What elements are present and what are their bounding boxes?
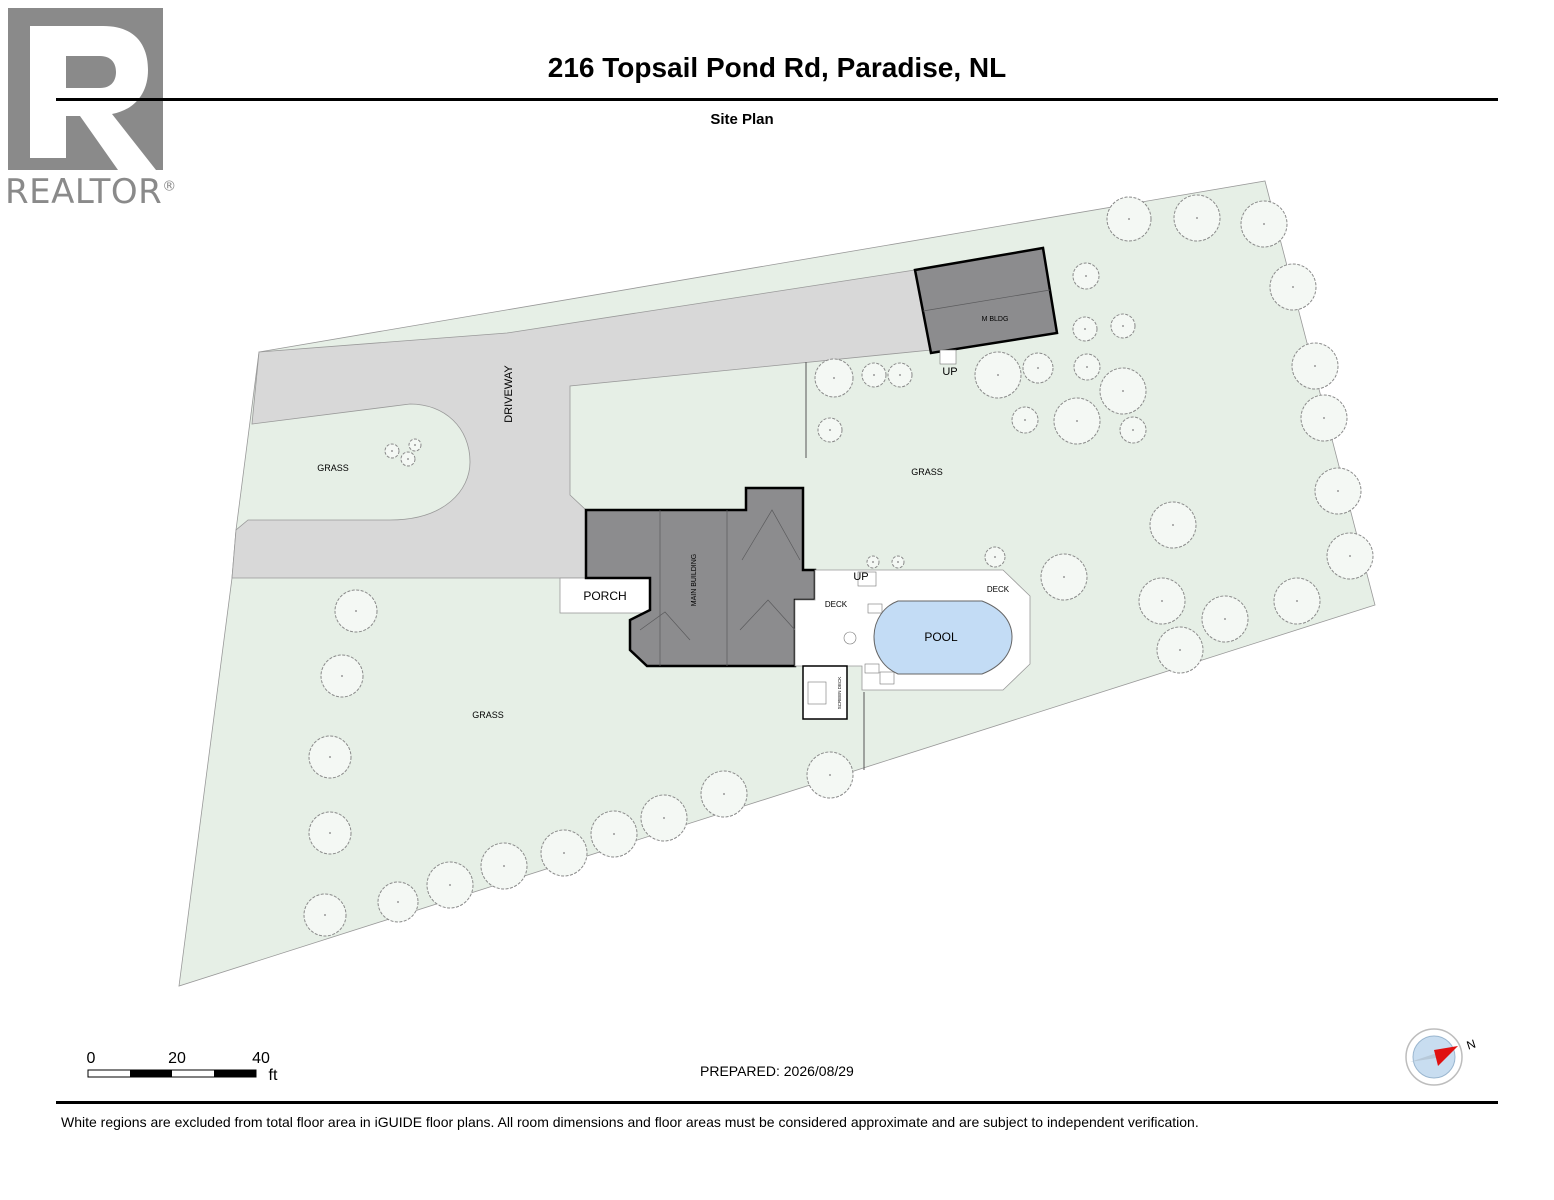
tree-center xyxy=(391,450,393,452)
page-title: 216 Topsail Pond Rd, Paradise, NL xyxy=(547,52,1007,83)
tree-center xyxy=(897,561,899,563)
realtor-wordmark: REALTOR® xyxy=(5,172,177,212)
tree-center xyxy=(1292,286,1294,288)
screen-deck-table xyxy=(807,681,827,705)
tree-center xyxy=(1161,600,1163,602)
roof-line xyxy=(922,289,1051,312)
tree-center xyxy=(1122,325,1124,327)
prepared-date: PREPARED: 2026/08/29 xyxy=(700,1063,854,1079)
tree-center xyxy=(829,774,831,776)
tree-center xyxy=(1128,218,1130,220)
roof-lines xyxy=(639,509,801,666)
tree-center xyxy=(1172,524,1174,526)
tree-center xyxy=(1179,649,1181,651)
tree-center xyxy=(341,675,343,677)
tree-center xyxy=(329,756,331,758)
disclaimer-text: White regions are excluded from total fl… xyxy=(61,1114,1199,1130)
porch-area xyxy=(559,577,654,614)
tree-center xyxy=(1132,429,1134,431)
label-screen-deck: SCREEN DECK xyxy=(837,677,842,710)
tree-group xyxy=(303,194,1374,937)
deck-stairs xyxy=(857,571,877,587)
scale-tick-20: 20 xyxy=(168,1050,186,1067)
tree-center xyxy=(1122,390,1124,392)
tree-center xyxy=(1314,365,1316,367)
tree-center xyxy=(355,610,357,612)
tree-center xyxy=(723,793,725,795)
tree-center xyxy=(1349,555,1351,557)
tree-center xyxy=(1024,419,1026,421)
deck-chair xyxy=(879,671,895,685)
deck-chair xyxy=(867,603,883,614)
tree-center xyxy=(899,374,901,376)
tree-center xyxy=(1337,490,1339,492)
label-deck-right: DECK xyxy=(987,585,1010,594)
tree-center xyxy=(1196,217,1198,219)
pool xyxy=(873,600,1013,675)
label-grass-left: GRASS xyxy=(317,463,349,473)
tree-center xyxy=(872,561,874,563)
tree-center xyxy=(873,374,875,376)
tree-center xyxy=(397,901,399,903)
tree-center xyxy=(329,832,331,834)
label-m-bldg: M BLDG xyxy=(982,316,1009,323)
scale-segment xyxy=(214,1070,256,1077)
tree-center xyxy=(833,377,835,379)
tree-center xyxy=(663,817,665,819)
tree-center xyxy=(563,852,565,854)
footer-divider xyxy=(56,1101,1498,1104)
label-main-building: MAIN BUILDING xyxy=(691,554,698,607)
scale-tick-40: 40 xyxy=(252,1050,270,1067)
deck-chair xyxy=(864,663,880,674)
compass-north-label: N xyxy=(1465,1037,1478,1053)
label-grass-bottom: GRASS xyxy=(472,710,504,720)
tree-center xyxy=(1296,600,1298,602)
label-up-shed: UP xyxy=(942,366,957,378)
tree-center xyxy=(324,914,326,916)
tree-center xyxy=(1086,366,1088,368)
tree-center xyxy=(1224,618,1226,620)
tree-center xyxy=(613,833,615,835)
tree-center xyxy=(1063,576,1065,578)
tree-center xyxy=(1037,367,1039,369)
tree-center xyxy=(1323,417,1325,419)
scale-bar: 0 20 40 ft xyxy=(87,1050,278,1084)
label-grass-right: GRASS xyxy=(911,467,943,477)
tree-center xyxy=(503,865,505,867)
shed-stairs xyxy=(939,349,957,365)
label-porch: PORCH xyxy=(583,589,626,603)
label-deck-left: DECK xyxy=(825,600,848,609)
tree-center xyxy=(449,884,451,886)
tree-center xyxy=(1084,328,1086,330)
label-pool: POOL xyxy=(924,630,958,644)
tree-center xyxy=(1085,275,1087,277)
tree-center xyxy=(1076,420,1078,422)
header-divider xyxy=(56,98,1498,101)
deck-table xyxy=(843,631,857,645)
tree-center xyxy=(407,458,409,460)
scale-unit: ft xyxy=(269,1067,278,1084)
page-subtitle: Site Plan xyxy=(710,111,774,128)
tree-center xyxy=(829,429,831,431)
tree-center xyxy=(997,374,999,376)
tree-center xyxy=(1263,223,1265,225)
label-up-deck: UP xyxy=(853,571,868,583)
scale-segment xyxy=(130,1070,172,1077)
scale-tick-0: 0 xyxy=(87,1050,96,1067)
tree-center xyxy=(414,444,416,446)
label-driveway: DRIVEWAY xyxy=(503,365,515,423)
tree-center xyxy=(994,556,996,558)
compass-icon: N xyxy=(1405,1028,1478,1086)
